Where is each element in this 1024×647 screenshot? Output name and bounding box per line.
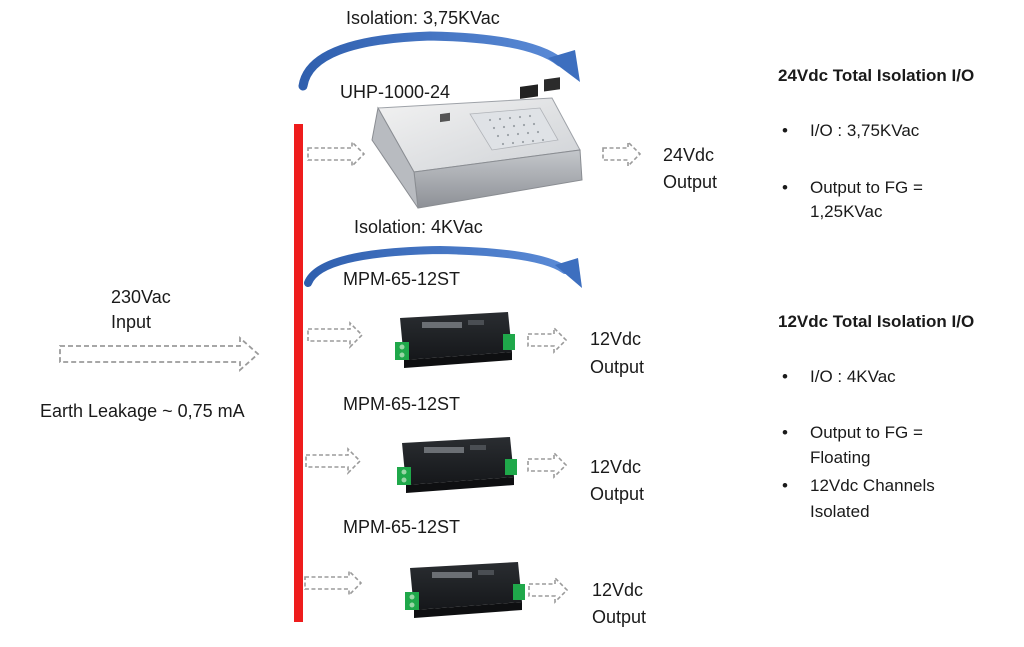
earth-leakage-label: Earth Leakage ~ 0,75 mA xyxy=(40,401,245,421)
bullet-text: I/O : 4KVac xyxy=(810,367,896,386)
module-model-label-3: MPM-65-12ST xyxy=(343,517,461,537)
module-output-label-3: Output xyxy=(592,607,647,627)
dashed-arrows xyxy=(304,140,642,604)
bullet-dot: • xyxy=(782,178,788,197)
module-model-label-2: MPM-65-12ST xyxy=(343,394,461,414)
module-output-voltage-1: 12Vdc xyxy=(590,329,642,349)
bullet-text: 12Vdc Channels xyxy=(810,476,935,495)
module-image-1 xyxy=(395,312,515,368)
isolation-arc-mid xyxy=(304,245,582,288)
module-image-3 xyxy=(405,562,525,618)
ac-bus-bar xyxy=(294,124,303,622)
psu-image xyxy=(371,77,583,209)
bullet-text: Isolated xyxy=(810,502,870,521)
bullet-text: Output to FG = xyxy=(810,423,923,442)
module-output-voltage-3: 12Vdc xyxy=(592,580,644,600)
module-model-label-1: MPM-65-12ST xyxy=(343,269,461,289)
bullet-dot: • xyxy=(782,121,788,140)
input-arrow xyxy=(59,335,260,373)
module-output-label-1: Output xyxy=(590,357,645,377)
bullet-dot: • xyxy=(782,367,788,386)
module-output-label-2: Output xyxy=(590,484,645,504)
input-voltage-label: 230Vac xyxy=(111,287,171,307)
bullet-dot: • xyxy=(782,423,788,442)
psu-model-label: UHP-1000-24 xyxy=(340,82,451,102)
bullet-dot: • xyxy=(782,476,788,495)
isolation-label-top: Isolation: 3,75KVac xyxy=(346,8,500,28)
bullet-text: Output to FG = xyxy=(810,178,923,197)
input-label: Input xyxy=(111,312,152,332)
module-output-voltage-2: 12Vdc xyxy=(590,457,642,477)
bullet-text: I/O : 3,75KVac xyxy=(810,121,920,140)
psu-output-label: Output xyxy=(663,172,718,192)
isolation-arc-top xyxy=(298,31,580,91)
psu-output-voltage: 24Vdc xyxy=(663,145,715,165)
panel-12vdc-title: 12Vdc Total Isolation I/O xyxy=(778,312,975,331)
isolation-label-mid: Isolation: 4KVac xyxy=(354,217,483,237)
module-image-2 xyxy=(397,437,517,493)
panel-24vdc-title: 24Vdc Total Isolation I/O xyxy=(778,66,975,85)
bullet-text: Floating xyxy=(810,448,871,467)
bullet-text: 1,25KVac xyxy=(810,202,883,221)
